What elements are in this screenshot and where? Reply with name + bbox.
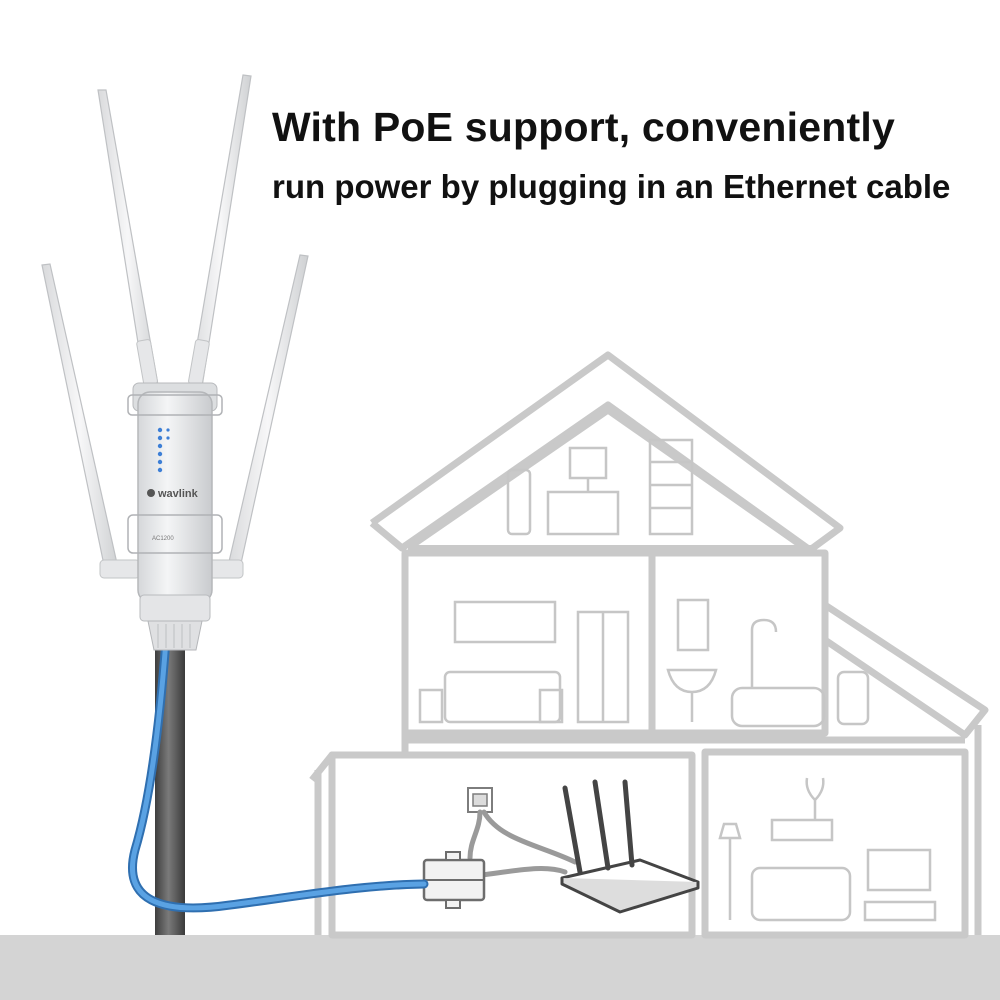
bedroom-nightstand-right <box>538 688 564 724</box>
attic-chair <box>506 468 532 536</box>
outdoor-access-point: wavlink AC1200 <box>41 74 309 651</box>
outlet-to-router-cable <box>481 809 578 865</box>
router-antenna-2 <box>592 779 611 871</box>
attic-desk <box>546 490 620 536</box>
outlet-to-injector-cable <box>467 809 483 861</box>
bathroom-mirror <box>676 598 710 652</box>
living-sofa <box>750 866 852 922</box>
living-tv-stand <box>863 900 937 922</box>
antenna-top-right <box>188 74 252 388</box>
bedroom-picture <box>453 600 557 644</box>
antenna-top-left <box>97 89 159 388</box>
bedroom-nightstand-left <box>418 688 444 724</box>
living-plant <box>805 777 825 820</box>
ap-status-leds <box>157 427 170 473</box>
ap-model-label: AC1200 <box>152 536 174 542</box>
house-diagram <box>309 351 989 939</box>
first-floor-left <box>328 751 696 939</box>
living-tv <box>866 848 932 892</box>
bathroom-sink <box>666 668 718 694</box>
ap-clamp-top <box>127 394 223 416</box>
router-antenna-3 <box>622 779 635 868</box>
attic-room <box>408 545 811 553</box>
furniture-sketches <box>418 438 937 922</box>
headline-subtitle: run power by plugging in an Ethernet cab… <box>272 168 951 205</box>
attic-wall <box>406 406 808 551</box>
brand-logo-icon <box>147 489 155 497</box>
power-cables <box>467 809 578 878</box>
ap-brand-label: wavlink <box>157 488 199 500</box>
headline-title: With PoE support, conveniently <box>272 104 895 150</box>
ground <box>0 935 1000 1000</box>
first-floor-right <box>701 748 969 939</box>
attic-shelf <box>648 438 694 536</box>
living-shelf <box>770 818 834 842</box>
bathroom-toilet <box>836 670 870 726</box>
injector-to-router-cable <box>479 866 568 878</box>
antenna-side-right <box>202 254 309 579</box>
living-lamp <box>718 822 742 920</box>
bathroom-shower <box>750 618 778 688</box>
right-roof <box>821 555 989 739</box>
ap-clamp-bottom <box>127 514 223 554</box>
poe-injector <box>422 851 486 909</box>
ap-base <box>139 594 211 622</box>
bedroom-bed <box>443 670 562 724</box>
router <box>560 779 700 914</box>
attic-monitor <box>568 446 608 480</box>
router-antenna-1 <box>562 785 583 875</box>
bathroom-tub <box>730 686 826 728</box>
antenna-side-left <box>41 263 141 579</box>
power-outlet <box>467 787 493 813</box>
cable-gland <box>147 620 203 651</box>
first-floor-roof-left <box>309 733 409 783</box>
